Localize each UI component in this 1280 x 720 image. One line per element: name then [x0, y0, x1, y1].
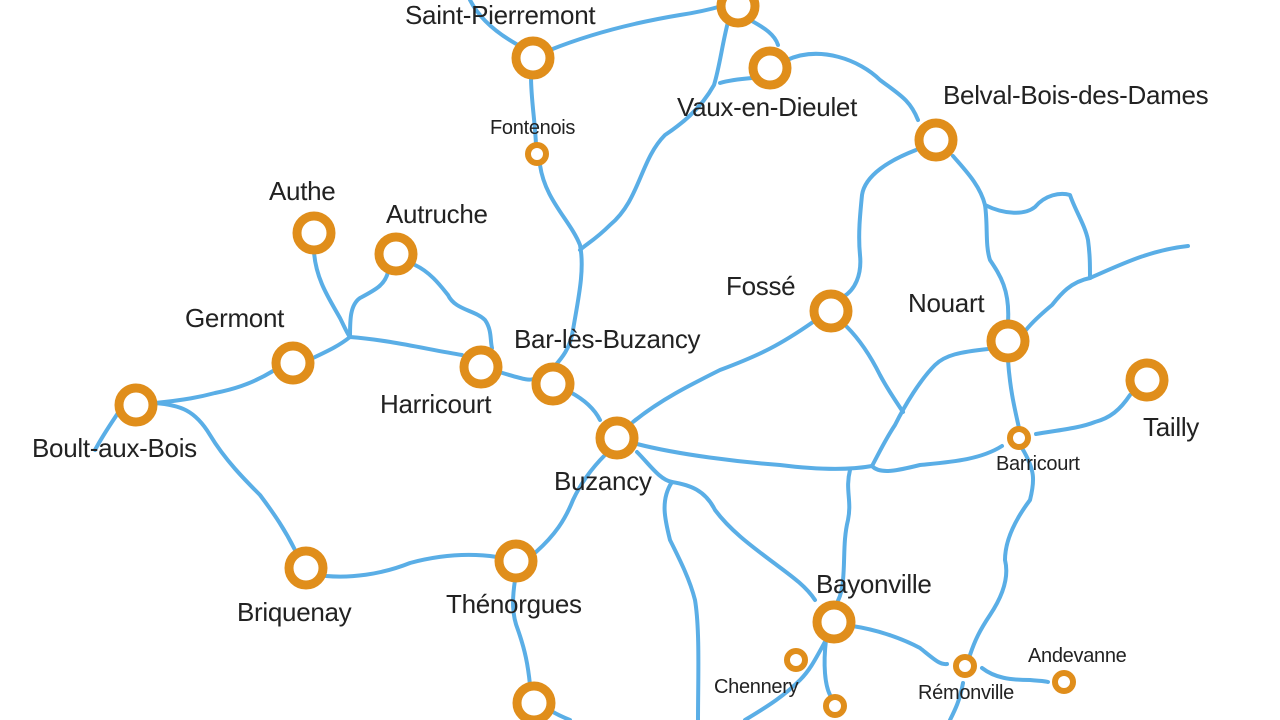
road-segment — [511, 578, 532, 687]
road-segment — [529, 74, 538, 147]
road-segment — [835, 468, 852, 605]
road-network — [93, 0, 1190, 720]
town-label-fontenois: Fontenois — [490, 117, 576, 139]
town-marker-remonville[interactable] — [953, 654, 977, 678]
town-marker-boult-aux-bois[interactable] — [114, 383, 158, 427]
road-segment — [538, 163, 584, 370]
town-label-germont: Germont — [185, 303, 285, 333]
town-label-nouart: Nouart — [908, 288, 985, 318]
road-segment — [348, 270, 390, 339]
town-label-saint-pierremont: Saint-Pierremont — [405, 0, 596, 30]
road-segment — [1034, 393, 1132, 436]
town-marker-buzancy[interactable] — [595, 416, 639, 460]
road-segment — [662, 480, 701, 720]
town-label-chennery: Chennery — [714, 676, 799, 698]
road-segment — [534, 453, 607, 554]
town-label-belval-bois-des-dames: Belval-Bois-des-Dames — [943, 80, 1209, 110]
town-label-remonville: Rémonville — [918, 682, 1014, 704]
road-segment — [635, 442, 874, 471]
town-marker-bayonville[interactable] — [812, 600, 856, 644]
road-segment — [951, 154, 1011, 324]
town-label-briquenay: Briquenay — [237, 597, 352, 627]
road-segment — [153, 401, 297, 552]
road-segment — [93, 411, 120, 452]
road-segment — [870, 347, 990, 468]
road-segment — [1024, 276, 1092, 332]
road-segment — [635, 450, 817, 602]
road-segment — [568, 390, 602, 422]
town-label-authe: Authe — [269, 176, 336, 206]
town-label-bar-les-buzancy: Bar-lès-Buzancy — [514, 324, 701, 354]
road-segment — [311, 335, 352, 360]
road-segment — [822, 638, 832, 697]
town-label-autruche: Autruche — [386, 199, 488, 229]
town-label-harricourt: Harricourt — [380, 389, 492, 419]
road-segment — [948, 681, 965, 720]
road-segment — [743, 638, 828, 720]
town-marker-barricourt[interactable] — [1007, 426, 1031, 450]
town-marker-autruche[interactable] — [374, 232, 418, 276]
town-marker-vaux-en-dieulet[interactable] — [748, 46, 792, 90]
town-label-vaux-en-dieulet: Vaux-en-Dieulet — [677, 92, 858, 122]
town-marker-germont[interactable] — [271, 341, 315, 385]
road-segment — [497, 370, 537, 382]
town-marker-andevanne[interactable] — [1052, 670, 1076, 694]
town-marker-briquenay[interactable] — [284, 546, 328, 590]
town-label-andevanne: Andevanne — [1028, 645, 1127, 667]
town-label-buzancy: Buzancy — [554, 466, 652, 496]
town-marker-fosse[interactable] — [809, 289, 853, 333]
road-segment — [983, 191, 1092, 280]
road-segment — [870, 444, 1004, 473]
road-segment — [1006, 358, 1021, 430]
road-segment — [153, 369, 275, 405]
town-label-boult-aux-bois: Boult-aux-Bois — [32, 433, 197, 463]
road-segment — [348, 335, 464, 357]
town-markers — [114, 0, 1169, 720]
road-segment — [413, 263, 494, 350]
road-segment — [1088, 244, 1190, 280]
road-segment — [631, 320, 815, 424]
town-marker-harricourt[interactable] — [459, 345, 503, 389]
road-segment — [841, 148, 918, 299]
road-segment — [578, 20, 730, 252]
town-label-barricourt: Barricourt — [996, 453, 1080, 475]
town-marker-belval-bois-des-dames[interactable] — [914, 118, 958, 162]
town-marker-authe[interactable] — [292, 211, 336, 255]
town-label-bayonville: Bayonville — [816, 569, 932, 599]
road-segment — [548, 4, 724, 52]
road-segment — [845, 325, 905, 414]
road-segment — [718, 76, 754, 85]
road-segment — [980, 666, 1050, 684]
town-marker-bar-les-buzancy[interactable] — [531, 362, 575, 406]
town-label-thenorgues: Thénorgues — [446, 589, 582, 619]
town-marker-fontenois[interactable] — [525, 142, 549, 166]
road-segment — [785, 51, 920, 122]
town-label-tailly: Tailly — [1143, 412, 1199, 442]
road-segment — [324, 553, 499, 579]
road-segment — [968, 446, 1036, 657]
road-segment — [850, 624, 949, 667]
town-marker-bottom-unnamed-2[interactable] — [823, 694, 847, 718]
town-marker-bottom-unnamed-1[interactable] — [512, 681, 556, 720]
town-marker-top-unnamed[interactable] — [716, 0, 760, 28]
town-marker-nouart[interactable] — [986, 319, 1030, 363]
road-segment — [468, 0, 520, 47]
town-marker-tailly[interactable] — [1125, 358, 1169, 402]
town-marker-thenorgues[interactable] — [494, 539, 538, 583]
town-marker-saint-pierremont[interactable] — [511, 36, 555, 80]
town-marker-chennery[interactable] — [784, 648, 808, 672]
road-segment — [551, 710, 572, 720]
town-label-fosse: Fossé — [726, 271, 796, 301]
road-segment — [312, 250, 352, 339]
road-segment — [748, 18, 780, 47]
